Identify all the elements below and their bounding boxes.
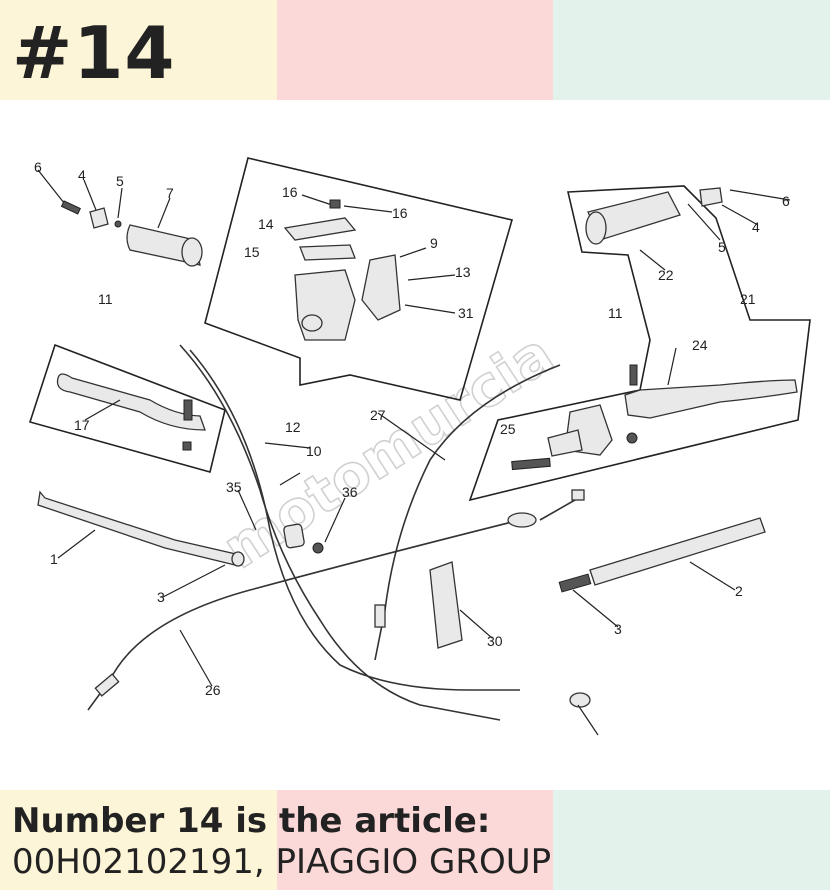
callout-3-right: 3 bbox=[614, 621, 622, 637]
callout-16-a: 16 bbox=[282, 184, 298, 200]
callout-11-left: 11 bbox=[98, 291, 113, 307]
callout-2: 2 bbox=[735, 583, 743, 599]
header-band-mint bbox=[553, 0, 830, 100]
exploded-parts-diagram: motomurcia bbox=[28, 157, 811, 736]
callout-36: 36 bbox=[342, 484, 358, 500]
article-caption-title: Number 14 is the article: bbox=[12, 801, 491, 841]
callout-15: 15 bbox=[244, 244, 260, 260]
cables bbox=[87, 344, 599, 736]
callout-11-right: 11 bbox=[608, 305, 623, 321]
callout-17: 17 bbox=[74, 417, 90, 433]
callout-30: 30 bbox=[487, 633, 503, 649]
footer-band-mint bbox=[553, 790, 830, 890]
callout-21: 21 bbox=[740, 291, 756, 307]
clutch-lever-parts bbox=[511, 347, 798, 471]
callout-26: 26 bbox=[205, 682, 221, 698]
header-band-pink bbox=[277, 0, 553, 100]
callout-22: 22 bbox=[658, 267, 674, 283]
callout-5-right: 5 bbox=[718, 239, 726, 255]
callout-1: 1 bbox=[50, 551, 58, 567]
callout-16-b: 16 bbox=[392, 205, 408, 221]
header-band-yellow bbox=[0, 0, 277, 100]
header-band bbox=[0, 0, 830, 100]
footer-band-yellow bbox=[0, 790, 277, 890]
left-lever-group-box bbox=[28, 343, 226, 473]
callout-4-right: 4 bbox=[752, 219, 760, 235]
master-cylinder-group-box bbox=[204, 157, 514, 401]
part-number-heading: #14 bbox=[12, 11, 176, 95]
master-cylinder-parts bbox=[283, 194, 456, 341]
callout-7: 7 bbox=[166, 185, 174, 201]
footer-band-pink bbox=[277, 790, 553, 890]
callout-35: 35 bbox=[226, 479, 242, 495]
callout-3-left: 3 bbox=[157, 589, 165, 605]
watermark-text: motomurcia bbox=[212, 321, 564, 581]
article-caption-code: 00H02102191, PIAGGIO GROUP bbox=[12, 842, 552, 882]
misc-parts bbox=[237, 489, 493, 649]
left-lever-parts bbox=[56, 373, 206, 451]
callout-10: 10 bbox=[306, 443, 322, 459]
callout-25: 25 bbox=[500, 421, 516, 437]
callout-14: 14 bbox=[258, 216, 274, 232]
right-control-group-box bbox=[468, 185, 811, 502]
left-grip-parts bbox=[37, 169, 203, 267]
footer-band bbox=[0, 790, 830, 890]
callout-27: 27 bbox=[370, 407, 386, 423]
callout-13: 13 bbox=[455, 264, 471, 280]
callout-6-left: 6 bbox=[34, 159, 42, 175]
handlebar-parts bbox=[37, 490, 766, 628]
callout-9: 9 bbox=[430, 235, 438, 251]
callout-4-left: 4 bbox=[78, 167, 86, 183]
callout-6-right: 6 bbox=[782, 193, 790, 209]
callout-5-left: 5 bbox=[116, 173, 124, 189]
callout-labels: 6 4 5 7 16 16 14 9 15 13 31 11 17 12 10 … bbox=[34, 159, 790, 698]
callout-24: 24 bbox=[692, 337, 708, 353]
callout-12: 12 bbox=[285, 419, 301, 435]
right-grip-parts bbox=[585, 187, 791, 271]
callout-31: 31 bbox=[458, 305, 474, 321]
